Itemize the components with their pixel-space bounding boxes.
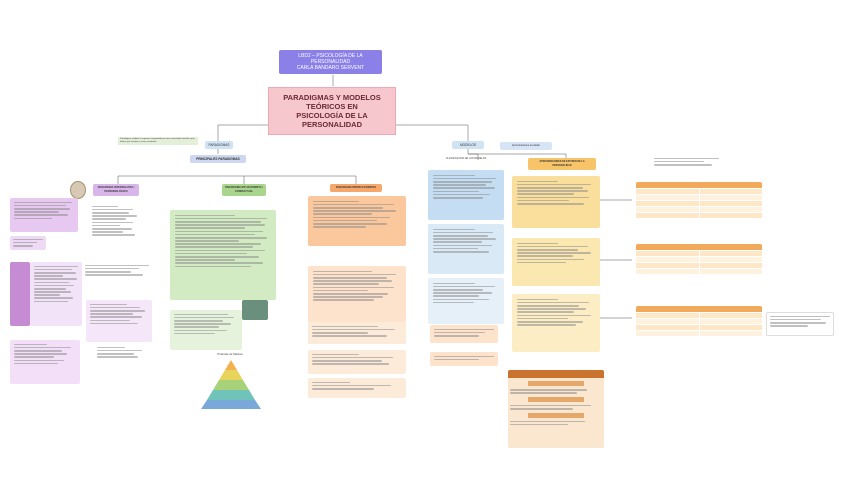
interactionist-level2: [308, 350, 406, 374]
classification-block3: [428, 278, 504, 324]
portrait-image: [70, 181, 86, 199]
internalist-definition-block: [10, 198, 78, 232]
course-line: LBD2 – PSICOLOGÍA DE LA PERSONALIDAD: [283, 53, 378, 65]
main-title-line2: PSICOLOGÍA DE LA PERSONALIDAD: [273, 111, 391, 129]
paradigm-definition-text: Paradigma: modelo o esquema compartido p…: [120, 138, 195, 143]
interactionist-heading: PARADIGMA INTERACCIONISTA: [330, 184, 382, 192]
main-title: PARADIGMAS Y MODELOS TEÓRICOS EN PSICOLO…: [268, 87, 396, 135]
situationist-portrait: [242, 300, 268, 320]
interactionist-label: PARADIGMA INTERACCIONISTA: [336, 186, 376, 189]
approach-table1: [636, 182, 762, 228]
internalist-detail-block: [86, 300, 152, 342]
approaches-label: APROXIMACIONES DE ESTUDIO DE LA PERSONAL…: [539, 160, 584, 167]
principal-paradigms-heading: PRINCIPALES PARADIGMAS: [190, 155, 246, 163]
interactionist-main-block: [308, 196, 406, 246]
branch-paradigmas-label: PARADIGMAS: [208, 143, 229, 147]
internalist-label: PARADIGMA INTERNALISTA / PERSONOLÓGICO: [98, 186, 135, 193]
internalist-list-block: [88, 202, 143, 254]
paradigm-definition-note: Paradigma: modelo o esquema compartido p…: [118, 137, 198, 145]
internalist-models-block: [30, 262, 82, 326]
classification-block2: [428, 224, 504, 274]
approaches-heading: APROXIMACIONES DE ESTUDIO DE LA PERSONAL…: [528, 158, 596, 170]
situationist-main-block: [170, 210, 276, 300]
internalist-side-tabs: [10, 262, 30, 326]
interactionist-level3: [308, 378, 406, 398]
approach-block1: [512, 176, 600, 228]
branch-paradigmas: PARADIGMAS: [205, 141, 233, 149]
internalist-right-notes: [82, 262, 152, 284]
approach-table2: [636, 244, 762, 282]
internalist-bottom-notes: [94, 344, 152, 374]
internalist-bottom-block: [10, 340, 80, 384]
interactionist-level1: [308, 322, 406, 344]
approach-block2: [512, 238, 600, 286]
interactionist-side-note2: [430, 352, 498, 366]
models-note-text: Aproximaciones al estudio: [512, 144, 540, 147]
branch-modelos: MODELOS: [452, 141, 484, 149]
interactionist-secondary-block: [308, 266, 406, 322]
author-line: CARLA BANDARO SERVENT: [283, 65, 378, 71]
situationist-heading: PARADIGMA SITUACIONISTA / CONDUCTUAL: [222, 184, 266, 196]
models-classification-heading: CLASIFICACIÓN DE LOS MODELOS: [440, 157, 492, 160]
pyramid-title: Pirámide de Maslow: [206, 353, 254, 356]
legend-lines: [652, 156, 724, 172]
approach-block3: [512, 294, 600, 352]
main-title-line1: PARADIGMAS Y MODELOS TEÓRICOS EN: [273, 93, 391, 111]
situationist-label: PARADIGMA SITUACIONISTA / CONDUCTUAL: [225, 186, 263, 193]
branch-modelos-label: MODELOS: [460, 143, 476, 147]
internalist-note-block: [10, 236, 46, 250]
approach-table3: [636, 306, 762, 344]
classification-block1: [428, 170, 504, 220]
internalist-heading: PARADIGMA INTERNALISTA / PERSONOLÓGICO: [93, 184, 139, 196]
maslow-pyramid: [186, 358, 276, 410]
principal-paradigms-label: PRINCIPALES PARADIGMAS: [196, 157, 240, 161]
interactionist-side-note1: [430, 325, 498, 343]
situationist-secondary-block: [170, 310, 242, 350]
comparison-table-bottom: [508, 370, 604, 448]
models-note: Aproximaciones al estudio: [500, 142, 552, 150]
course-badge: LBD2 – PSICOLOGÍA DE LA PERSONALIDAD CAR…: [279, 50, 382, 74]
approach-side-note: [766, 312, 834, 336]
